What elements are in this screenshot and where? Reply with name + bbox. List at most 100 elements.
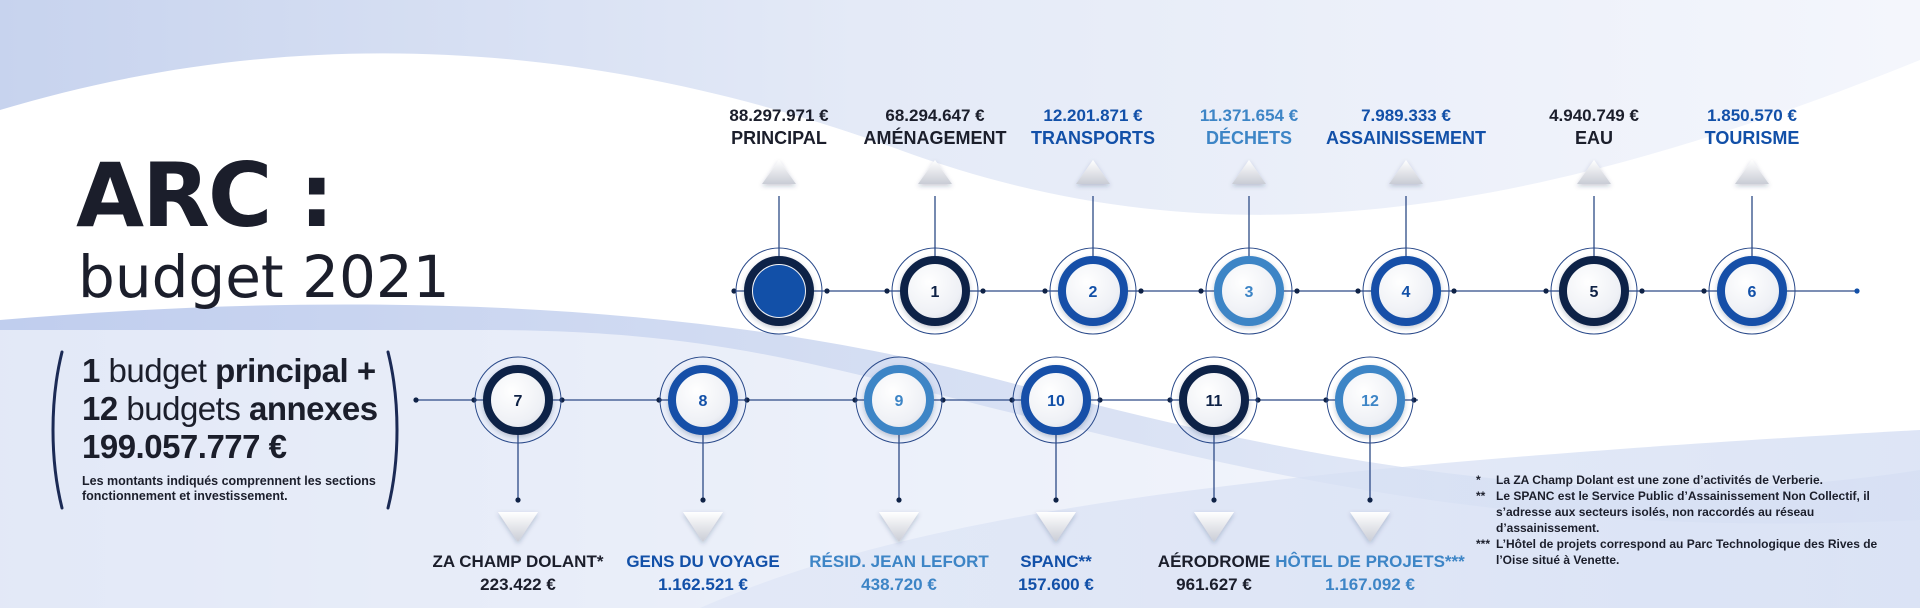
outer-ring: [659, 356, 747, 444]
arrow-down: [1194, 512, 1234, 542]
budget-disc: [668, 365, 738, 435]
budget-disc: [1717, 256, 1787, 326]
budget-amount: 12.201.871 €: [1043, 106, 1143, 125]
connector-dot: [1009, 397, 1015, 403]
arrow-up: [1076, 160, 1110, 184]
right-bracket: [386, 350, 399, 510]
budget-amount: 1.850.570 €: [1707, 106, 1797, 125]
budget-name: DÉCHETS: [1206, 127, 1292, 148]
footnote-text: L’Hôtel de projets correspond au Parc Te…: [1496, 537, 1878, 567]
arrow-up: [918, 160, 952, 184]
connector-dot: [1198, 288, 1204, 294]
footnote: * La ZA Champ Dolant est une zone d’activ…: [1476, 472, 1896, 488]
annexes-word: budgets: [117, 390, 249, 427]
budget-name: TOURISME: [1705, 128, 1800, 148]
connector-dot: [413, 397, 419, 403]
outer-ring: [1049, 247, 1137, 335]
budget-disc: [1214, 256, 1284, 326]
connector-dot: [1451, 288, 1457, 294]
connector-dot: [852, 397, 858, 403]
footnote-mark: *: [1476, 473, 1481, 487]
footnote: *** L’Hôtel de projets correspond au Parc…: [1476, 536, 1896, 568]
connector-dot: [1097, 397, 1103, 403]
arrow-down: [879, 512, 919, 542]
footnotes: * La ZA Champ Dolant est une zone d’activ…: [1476, 472, 1896, 568]
summary-principal: 1 budget principal +: [82, 352, 382, 390]
budget-number: 10: [1047, 393, 1065, 410]
principal-label: principal +: [215, 352, 376, 389]
budget-disc: [483, 365, 553, 435]
budget-name: AÉRODROME: [1158, 552, 1270, 571]
outer-ring: [1326, 356, 1414, 444]
annexes-label: annexes: [249, 390, 378, 427]
outer-ring: [1205, 247, 1293, 335]
outer-ring: [1362, 247, 1450, 335]
summary-annexes: 12 budgets annexes: [82, 390, 382, 428]
budget-number: 2: [1089, 284, 1098, 301]
footnote: **Le SPANC est le Service Public d’Assai…: [1476, 488, 1896, 536]
summary-note: Les montants indiqués comprennent les se…: [82, 474, 376, 503]
outer-ring: [735, 247, 823, 335]
arrow-down: [1350, 512, 1390, 542]
outer-ring: [855, 356, 943, 444]
budget-number: 6: [1748, 284, 1757, 301]
budget-disc: [1371, 256, 1441, 326]
connector-dot: [744, 397, 750, 403]
footnote-mark: ***: [1476, 537, 1491, 551]
connector-dot: [1255, 397, 1261, 403]
budget-disc: [900, 256, 970, 326]
footnote-mark: **: [1476, 489, 1486, 503]
budget-name: SPANC**: [1020, 552, 1092, 571]
budget-disc: [864, 365, 934, 435]
connector-dot: [1367, 497, 1373, 503]
outer-ring: [1708, 247, 1796, 335]
budget-amount: 223.422 €: [480, 575, 556, 594]
outer-ring: [1012, 356, 1100, 444]
connector-dot: [515, 497, 521, 503]
budget-amount: 961.627 €: [1176, 575, 1252, 594]
outer-ring: [1550, 247, 1638, 335]
budget-name: GENS DU VOYAGE: [626, 552, 779, 571]
budget-name: EAU: [1575, 128, 1613, 148]
budget-amount: 88.297.971 €: [729, 106, 829, 125]
budget-number: 3: [1245, 284, 1254, 301]
budget-name: AMÉNAGEMENT: [864, 127, 1007, 148]
connector-dot: [896, 497, 902, 503]
budget-name: TRANSPORTS: [1031, 128, 1155, 148]
connector-dot: [1053, 497, 1059, 503]
annexes-count: 12: [82, 390, 118, 427]
budget-disc: [1058, 256, 1128, 326]
connector-dot: [824, 288, 830, 294]
page-title: ARC :: [76, 144, 334, 247]
budget-amount: 157.600 €: [1018, 575, 1094, 594]
page-subtitle: budget 2021: [78, 243, 450, 311]
connector-dot: [1543, 288, 1549, 294]
arrow-up: [1389, 160, 1423, 184]
connector-dot: [471, 397, 477, 403]
budget-disc: [1021, 365, 1091, 435]
budget-name: HÔTEL DE PROJETS***: [1275, 552, 1465, 571]
budget-number: 11: [1206, 393, 1223, 410]
budget-disc: [1559, 256, 1629, 326]
budget-number: 9: [895, 393, 904, 410]
arrow-up: [1735, 160, 1769, 184]
budget-number: 5: [1590, 284, 1599, 301]
arrow-up: [1577, 160, 1611, 184]
principal-word: budget: [99, 352, 216, 389]
budget-amount: 68.294.647 €: [885, 106, 985, 125]
budget-name: ZA CHAMP DOLANT*: [433, 552, 604, 571]
footnote-text: La ZA Champ Dolant est une zone d’activi…: [1496, 473, 1823, 487]
connector-dot: [980, 288, 986, 294]
budget-disc: [1335, 365, 1405, 435]
connector-dot: [559, 397, 565, 403]
connector-dot: [1701, 288, 1707, 294]
connector-dot: [731, 288, 737, 294]
principal-count: 1: [82, 352, 100, 389]
budget-amount: 4.940.749 €: [1549, 106, 1639, 125]
outer-ring: [1170, 356, 1258, 444]
connector-dot: [1138, 288, 1144, 294]
connector-dot: [1323, 397, 1329, 403]
principal-fill: [753, 265, 805, 317]
connector-dot: [656, 397, 662, 403]
